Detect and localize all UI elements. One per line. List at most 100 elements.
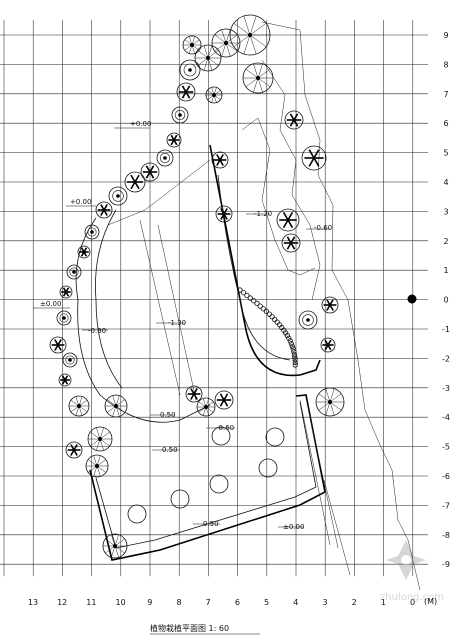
horizontal-axis-label: 6 xyxy=(235,598,240,607)
shrub-symbol xyxy=(166,132,182,148)
elevation-label: +0.00 xyxy=(130,120,151,128)
horizontal-axis-label: 13 xyxy=(28,598,38,607)
pond-edge xyxy=(209,144,321,377)
hedge-shrub xyxy=(272,316,278,323)
site-boundary-line xyxy=(261,21,421,591)
tree-symbol xyxy=(194,44,222,72)
hedge-shrub xyxy=(240,290,247,296)
stepping-stones xyxy=(127,426,285,524)
tree-symbol xyxy=(205,86,223,104)
hedge-shrub xyxy=(291,348,297,355)
hedge-shrub xyxy=(274,319,280,325)
horizontal-axis-label: 7 xyxy=(206,598,211,607)
vertical-axis-label: 5 xyxy=(443,149,448,158)
tree-symbol xyxy=(171,106,189,124)
vertical-axis-label: 9 xyxy=(443,31,448,40)
vertical-axis-label: -2 xyxy=(442,354,450,363)
shrub-symbol xyxy=(281,233,301,253)
elevation-label: -0.60 xyxy=(216,424,234,432)
vertical-axis-label: 4 xyxy=(443,178,448,187)
elevation-label: 0.50 xyxy=(203,520,219,528)
vertical-axis-label: 1 xyxy=(443,266,448,275)
shrub-symbol xyxy=(320,337,336,353)
hedge-shrub xyxy=(263,308,269,314)
shrub-symbol xyxy=(58,373,72,387)
horizontal-axis-label: 0 xyxy=(410,598,415,607)
vertical-axis-label: -3 xyxy=(442,384,450,393)
tree-symbol xyxy=(211,28,241,58)
hedge-shrub xyxy=(292,354,298,360)
hedge-shrub xyxy=(282,330,289,336)
pond-edge-inner xyxy=(217,174,291,361)
hedge-shrub xyxy=(290,346,296,352)
shrub-symbol xyxy=(124,171,146,193)
tree-symbol xyxy=(196,397,216,417)
horizontal-axis-label: 12 xyxy=(57,598,67,607)
horizontal-axis-label: 8 xyxy=(176,598,181,607)
vertical-axis-label: 2 xyxy=(443,237,448,246)
tree-symbol xyxy=(108,186,128,206)
tree-symbol xyxy=(66,264,82,280)
horizontal-axis-label: 1 xyxy=(381,598,386,607)
vertical-axis-label: 3 xyxy=(443,207,448,216)
shrub-symbol xyxy=(211,151,229,169)
elevation-label: ±0.00 xyxy=(40,300,61,308)
paved-terrace-outline xyxy=(89,394,326,561)
site-boundary-line-2 xyxy=(241,117,316,276)
hedge-shrub xyxy=(292,362,298,368)
drawing-title: 植物栽植平面图 1: 60 xyxy=(150,623,229,633)
tree-symbol xyxy=(84,224,100,240)
hedge-shrub xyxy=(292,356,298,363)
shrub-symbol xyxy=(284,110,304,130)
tree-symbol xyxy=(156,149,174,167)
shrub-symbol xyxy=(176,82,196,102)
watermark-logo xyxy=(386,540,426,580)
rock-outline xyxy=(261,59,321,301)
horizontal-axis-label: 3 xyxy=(322,598,327,607)
hedge-shrub xyxy=(284,332,290,339)
tree-symbol xyxy=(298,310,318,330)
tree-symbol xyxy=(315,387,345,417)
vertical-axis-label: 7 xyxy=(443,90,448,99)
vertical-axis-label: -5 xyxy=(442,443,450,452)
hedge-shrub xyxy=(291,351,297,357)
hedge-shrub xyxy=(254,300,260,306)
tree-symbol xyxy=(102,533,128,559)
elevation-label: -0.60 xyxy=(314,224,332,232)
shrub-symbol xyxy=(65,441,83,459)
hedge-shrub xyxy=(288,340,294,347)
shrub-symbol xyxy=(321,296,339,314)
shrub-symbol xyxy=(59,285,73,299)
elevation-label: -1.20 xyxy=(254,210,272,218)
tree-symbol xyxy=(56,310,72,326)
hedge-shrub xyxy=(287,338,293,344)
shrub-symbol xyxy=(301,145,327,171)
hedge-shrub xyxy=(266,311,272,317)
tree-symbol xyxy=(85,454,109,478)
hedge-shrub xyxy=(247,295,253,301)
terrace-inner xyxy=(95,401,317,549)
vertical-axis-label: 6 xyxy=(443,119,448,128)
watermark: zhulong.com xyxy=(380,540,444,603)
lawn-edge-2 xyxy=(95,209,123,389)
tree-symbol xyxy=(229,14,271,56)
shrub-symbol xyxy=(276,208,300,232)
shrub-symbol xyxy=(214,390,234,410)
vertical-axis-label: -6 xyxy=(442,472,450,481)
origin-marker xyxy=(407,294,417,304)
elevation-label: ±0.00 xyxy=(283,523,304,531)
tree-symbol xyxy=(87,426,113,452)
garden-path xyxy=(107,159,211,226)
tree-symbol xyxy=(182,35,202,55)
horizontal-axis-label: 10 xyxy=(116,598,126,607)
vertical-axis-label: -7 xyxy=(442,501,450,510)
tree-symbol xyxy=(104,394,128,418)
horizontal-axis-label: 11 xyxy=(86,598,96,607)
shrub-symbol xyxy=(215,205,233,223)
elevation-label: +0.00 xyxy=(70,198,91,206)
horizontal-axis-label: 9 xyxy=(147,598,152,607)
vertical-axis-label: -1 xyxy=(442,325,450,334)
